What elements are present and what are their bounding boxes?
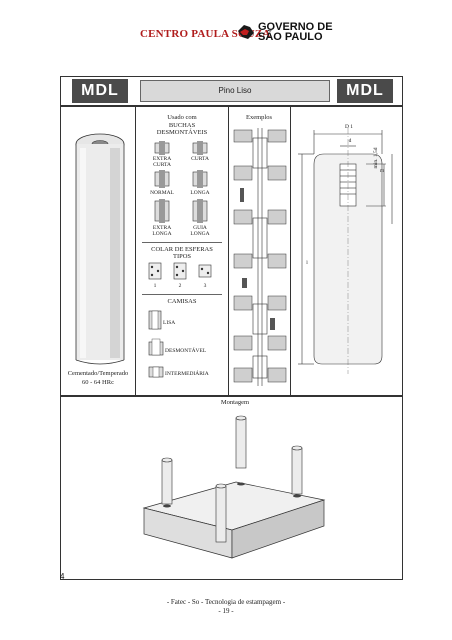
usage-heading: Usado com	[167, 114, 197, 121]
governo-line1: GOVERNO DE	[258, 21, 333, 33]
colar-type-label: 1	[153, 283, 157, 289]
bucha-label: CURTA	[153, 162, 171, 168]
bucha-label: LONGA	[152, 231, 172, 237]
drawing-frame	[60, 106, 403, 396]
camisa-intermediaria-icon	[148, 366, 164, 378]
mdl-logo-right: MDL	[337, 79, 393, 103]
examples-heading: Exemplos	[246, 114, 272, 121]
page-title: Pino Liso	[140, 80, 330, 102]
dim-m-label: m	[379, 168, 385, 174]
material-caption-line2: 60 - 64 HRc	[82, 379, 114, 386]
page-number: 4	[60, 572, 65, 581]
montagem-drawing	[142, 415, 326, 559]
colar-esferas-icon	[198, 264, 212, 278]
montagem-heading: Montagem	[220, 399, 250, 406]
bucha-label: LONGA	[190, 231, 210, 237]
colar-esferas-icon	[173, 262, 187, 280]
bucha-label: LONGA	[190, 190, 210, 196]
bucha-label: NORMAL	[150, 190, 174, 196]
camisas-heading: CAMISAS	[167, 298, 197, 305]
bucha-label: CURTA	[191, 156, 209, 162]
buchas-heading-2: DESMONTÁVEIS	[156, 129, 208, 136]
bucha-icon	[154, 170, 170, 188]
bucha-icon	[154, 199, 170, 223]
buchas-heading: BUCHAS	[168, 122, 196, 129]
divider-2	[228, 106, 229, 396]
pin-3d-drawing	[75, 133, 125, 365]
bucha-label: EXTRA	[152, 156, 172, 162]
bucha-icon	[154, 141, 170, 155]
colar-heading: COLAR DE ESFERAS	[151, 246, 213, 253]
dim-d1-label: D 1	[344, 124, 354, 130]
camisa-lisa-icon	[148, 310, 162, 330]
footer-line2: - 19 -	[218, 607, 234, 615]
mdl-logo-left: MDL	[72, 79, 128, 103]
governo-line2: SÃO PAULO	[258, 31, 323, 43]
bucha-label: GUIA	[193, 225, 207, 231]
camisa-label: LISA	[163, 320, 176, 326]
colar-esferas-icon	[148, 262, 162, 280]
material-caption-line1: Cementado/Temperado	[67, 370, 129, 377]
sao-paulo-map-icon	[238, 25, 254, 39]
footer-line1: - Fatec - So - Tecnologia de estampagem …	[166, 598, 286, 606]
colar-subheading: TIPOS	[172, 253, 192, 260]
dim-l-label: l	[306, 260, 308, 266]
camisa-label: INTERMEDIÁRIA	[165, 371, 209, 377]
pin-dimension-drawing	[298, 128, 393, 374]
colar-type-label: 3	[203, 283, 207, 289]
section-rule	[142, 294, 222, 295]
governo-sp-logo: GOVERNO DE SÃO PAULO	[258, 21, 333, 43]
bucha-icon	[192, 141, 208, 155]
colar-type-label: 2	[178, 283, 182, 289]
camisa-desmontavel-icon	[148, 338, 164, 356]
bucha-icon	[192, 170, 208, 188]
montagem-frame	[60, 396, 403, 580]
dim-d-label: d	[348, 138, 352, 144]
divider-3	[290, 106, 291, 396]
divider-1	[135, 106, 136, 396]
bucha-label: EXTRA	[152, 225, 172, 231]
dim-min-label: min. 1,5d	[373, 147, 379, 169]
bucha-icon	[192, 199, 208, 223]
examples-drawing	[233, 128, 287, 386]
camisa-label: DESMONTÁVEL	[165, 348, 207, 354]
section-rule	[142, 242, 222, 243]
centro-paula-souza-logo: CENTRO PAULA SOUZA	[140, 28, 271, 40]
